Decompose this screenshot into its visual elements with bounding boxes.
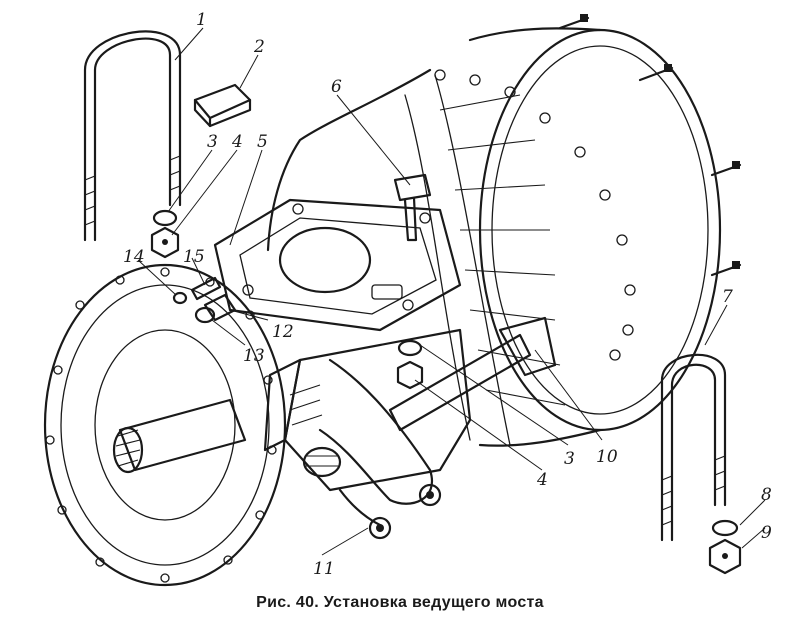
nut-9 (708, 538, 742, 575)
callout-8: 8 (761, 485, 772, 505)
figure-caption: Рис. 40. Установка ведущего моста (256, 594, 544, 611)
callout-15: 15 (183, 247, 205, 267)
callout-6: 6 (331, 77, 342, 97)
callout-3: 3 (207, 132, 218, 152)
leader-lines (137, 27, 766, 556)
callout-13: 13 (243, 346, 265, 366)
reaction-rod (388, 316, 557, 432)
callout-10: 10 (596, 447, 618, 467)
callout-7: 7 (722, 287, 733, 307)
callout-1: 1 (196, 10, 207, 30)
u-bolt-7 (660, 353, 727, 542)
washer-14 (172, 291, 188, 305)
callout-2: 2 (253, 37, 265, 57)
callout-4: 4 (231, 132, 243, 152)
callout-9: 9 (761, 523, 772, 543)
callout-12: 12 (272, 322, 294, 342)
bolt-6 (393, 173, 432, 242)
callout-4b: 4 (536, 470, 548, 490)
pad-2 (193, 83, 252, 128)
callout-14: 14 (123, 247, 145, 267)
callout-labels: 1 2 3 4 5 6 7 8 9 10 11 12 13 14 15 3 4 (123, 10, 772, 579)
callout-3b: 3 (564, 449, 575, 469)
bolt-15 (190, 276, 222, 301)
callout-5: 5 (257, 132, 268, 152)
nut-washer-right (396, 339, 424, 390)
washer-13 (194, 306, 216, 324)
washer-3 (152, 209, 178, 227)
u-bolt-1 (83, 30, 182, 242)
nut-4 (150, 226, 180, 259)
callout-11: 11 (313, 559, 335, 579)
gasket-plate (213, 198, 462, 332)
gearbox-bracket (263, 328, 472, 540)
bolt-12 (203, 293, 237, 322)
washer-8 (711, 519, 739, 537)
